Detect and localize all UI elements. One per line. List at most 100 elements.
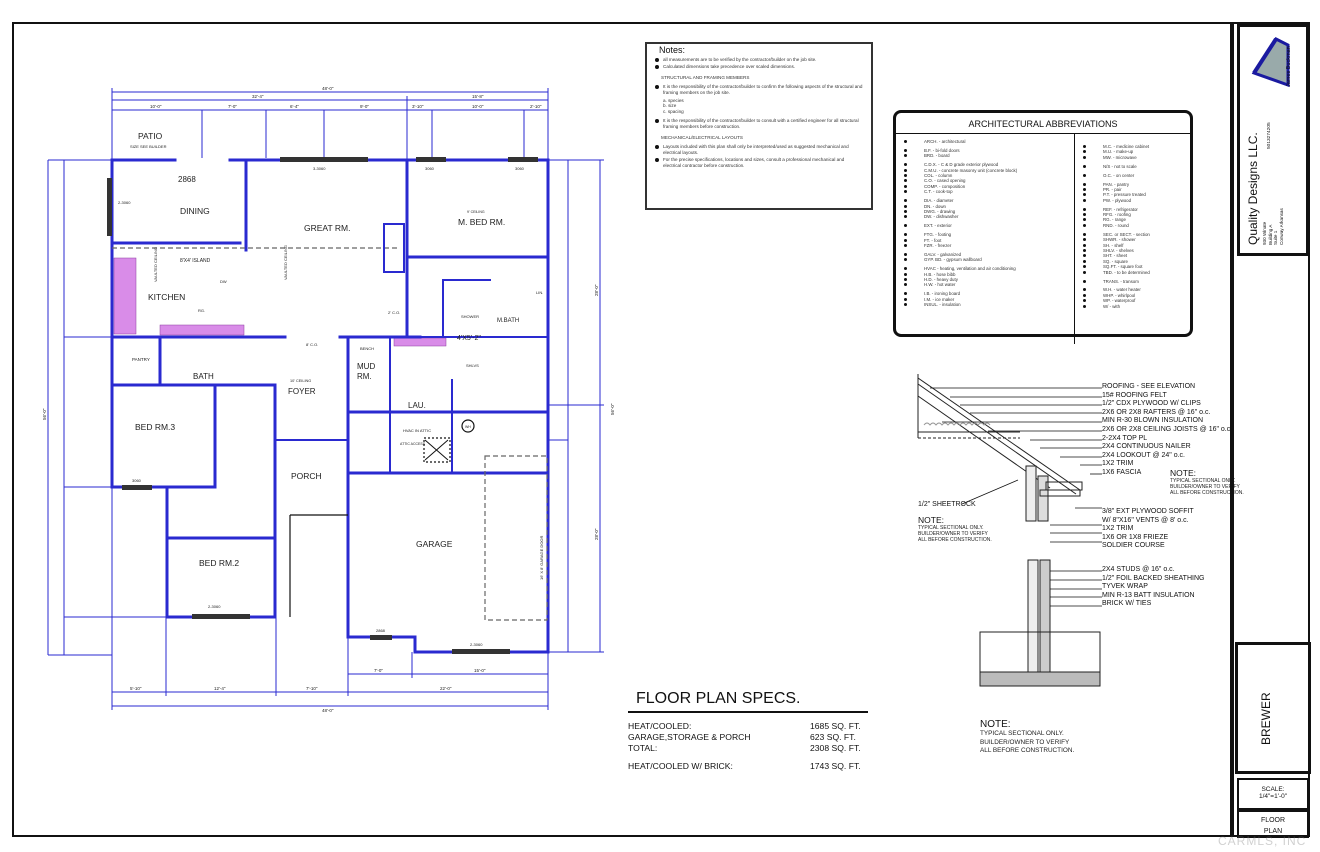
porch-outline bbox=[112, 223, 548, 621]
dim-label: 28'-0" bbox=[594, 528, 599, 540]
abbreviation-item: DN. - down bbox=[904, 204, 1074, 209]
room-mud: MUD bbox=[357, 362, 375, 371]
sheet-title: PLAN bbox=[1263, 828, 1283, 835]
room-kitchen: KITCHEN bbox=[148, 292, 185, 302]
note-item: It is the responsibility of the contract… bbox=[655, 84, 863, 95]
abbreviation-item: PAN. - pantry bbox=[1083, 182, 1193, 187]
abbreviation-item: REF. - refrigerator bbox=[1083, 207, 1193, 212]
abbreviation-item: SHWR. - shower bbox=[1083, 237, 1193, 242]
abbreviation-item: SQ.FT. - square foot bbox=[1083, 264, 1193, 269]
section-callout: 2-2X4 TOP PL bbox=[1102, 434, 1148, 442]
dim-label: 7'-0" bbox=[228, 104, 237, 109]
abbreviation-group: TRANS. - transom bbox=[1083, 279, 1193, 284]
abbreviation-item: BRD. - board bbox=[904, 153, 1074, 158]
section-wall-labels: 2X4 STUDS @ 16" o.c.1/2" FOIL BACKED SHE… bbox=[1102, 566, 1204, 609]
spec-label: GARAGE,STORAGE & PORCH bbox=[628, 732, 751, 742]
abbreviation-item: TRANS. - transom bbox=[1083, 279, 1193, 284]
dim-label: 9'-0" bbox=[360, 104, 369, 109]
vaulted-label-kitchen: VAULTED CEILING bbox=[153, 247, 158, 282]
bench-label: BENCH bbox=[360, 346, 374, 351]
cased-opening-label: 2' C.O. bbox=[388, 310, 400, 315]
scale-block: SCALE: 1/4"=1'-0" bbox=[1237, 778, 1309, 810]
room-bed2: BED RM.2 bbox=[199, 558, 239, 568]
mech-heading: MECHANICAL/ELECTRICAL LAYOUTS bbox=[661, 134, 743, 140]
abbreviation-item: H.W. - hot water bbox=[904, 282, 1074, 287]
dim-label: 2'-10" bbox=[530, 104, 542, 109]
structural-heading: STRUCTURAL AND FRAMING MEMBERS bbox=[661, 74, 750, 80]
abbreviation-item: HVAC - heating, ventilation and air cond… bbox=[904, 266, 1074, 271]
section-callout: 1X2 TRIM bbox=[1102, 525, 1134, 533]
room-foyer: FOYER bbox=[288, 387, 316, 396]
abbreviation-item: SQ. - square bbox=[1083, 259, 1193, 264]
abbreviation-item: W/ - with bbox=[1083, 304, 1193, 309]
note-line: ALL BEFORE CONSTRUCTION. bbox=[980, 747, 1075, 754]
abbreviation-item: FTG. - footing bbox=[904, 232, 1074, 237]
note-line: ALL BEFORE CONSTRUCTION. bbox=[1170, 490, 1244, 497]
abbreviation-item: TBD. - to be determined bbox=[1083, 270, 1193, 275]
abbreviation-item: EXT. - exterior bbox=[904, 223, 1074, 228]
abbreviation-item: WHP. - whirlpool bbox=[1083, 293, 1193, 298]
project-block: BREWER bbox=[1235, 642, 1311, 774]
section-callout: BRICK W/ TIES bbox=[1102, 600, 1152, 608]
leader-lines bbox=[930, 387, 1102, 607]
dim-label: 48'-0" bbox=[322, 86, 334, 91]
abbreviation-item: RND. - round bbox=[1083, 223, 1193, 228]
window-label: 3060 bbox=[515, 166, 525, 171]
note-title: NOTE: bbox=[918, 515, 944, 525]
room-master-bath: M.BATH bbox=[497, 318, 519, 324]
company-logo bbox=[1251, 37, 1290, 88]
abbreviation-item: H.D. - heavy duty bbox=[904, 277, 1074, 282]
room-garage: GARAGE bbox=[416, 539, 453, 549]
shower-label: SHOWER bbox=[461, 314, 479, 319]
countertops bbox=[113, 257, 447, 347]
abbreviation-item: I.M. - ice maker bbox=[904, 297, 1074, 302]
drawing-border bbox=[12, 22, 1310, 837]
spec-row: HEAT/COOLED W/ BRICK:1743 SQ. FT. bbox=[628, 761, 878, 772]
shelves-label: SHLVS bbox=[466, 363, 479, 368]
abbreviations-panel: ARCHITECTURAL ABBREVIATIONS ARCH. - arch… bbox=[893, 110, 1193, 344]
company-address: 930 Winate Building A Suite 1 Conway Ark… bbox=[1262, 208, 1284, 245]
company-block: James Buckman Quality Designs LLC. 930 W… bbox=[1237, 24, 1309, 256]
abbreviation-item: FT. - foot bbox=[904, 238, 1074, 243]
island-label: 8'X4' ISLAND bbox=[180, 258, 211, 264]
abbreviation-group: HVAC - heating, ventilation and air cond… bbox=[904, 266, 1074, 288]
abbreviation-item: M.U. - make-up bbox=[1083, 149, 1193, 154]
abbreviation-item: N/S - not to scale bbox=[1083, 164, 1193, 169]
note-line: TYPICAL SECTIONAL ONLY. bbox=[1170, 478, 1236, 484]
section-callout: 1X2 TRIM bbox=[1102, 460, 1134, 468]
section-note-right: NOTE: TYPICAL SECTIONAL ONLY. BUILDER/OW… bbox=[1170, 468, 1244, 497]
dim-label: 10'-0" bbox=[150, 104, 162, 109]
abbreviation-item: SHLV. - shelves bbox=[1083, 248, 1193, 253]
vaulted-label: VAULTED CEILING bbox=[283, 245, 288, 280]
note-title: NOTE: bbox=[1170, 468, 1196, 478]
opening-labels: 3-3060 3060 3060 2-3060 3060 2-3060 2-30… bbox=[118, 166, 525, 647]
section-callout: 2X6 OR 2X8 CEILING JOISTS @ 16" o.c. bbox=[1102, 425, 1233, 433]
window-label: 2-3060 bbox=[208, 604, 221, 609]
abbreviation-item: RG. - range bbox=[1083, 217, 1193, 222]
abbreviation-group: O.C. - on center bbox=[1083, 173, 1193, 178]
room-mud-2: RM. bbox=[357, 372, 372, 381]
room-bath: BATH bbox=[193, 372, 214, 381]
notes-panel: Notes: all measurements are to be verifi… bbox=[645, 42, 873, 210]
sheet-block: FLOOR PLAN bbox=[1237, 810, 1309, 838]
section-callout: 1/2" FOIL BACKED SHEATHING bbox=[1102, 574, 1205, 582]
room-porch: PORCH bbox=[291, 471, 322, 481]
abbreviation-item: P.T. - pressure treated bbox=[1083, 192, 1193, 197]
floor-plan: PATIO SIZE SEE BUILDER 2868 DINING GREAT… bbox=[42, 86, 615, 713]
note-sublist: a. species b. size c. spacing bbox=[655, 98, 863, 115]
cased-opening-label: 8' C.O. bbox=[306, 342, 318, 347]
title-block-divider bbox=[1230, 22, 1234, 837]
abbreviation-group: ARCH. - architectural bbox=[904, 139, 1074, 144]
abbreviation-item: INSUL. - insulation bbox=[904, 302, 1074, 307]
sheet-title: FLOOR bbox=[1260, 817, 1286, 824]
abbreviation-item: O.C. - on center bbox=[1083, 173, 1193, 178]
water-heater-label: WH bbox=[465, 425, 471, 429]
abbreviation-item: PW. - plywood bbox=[1083, 198, 1193, 203]
room-bed3: BED RM.3 bbox=[135, 422, 175, 432]
